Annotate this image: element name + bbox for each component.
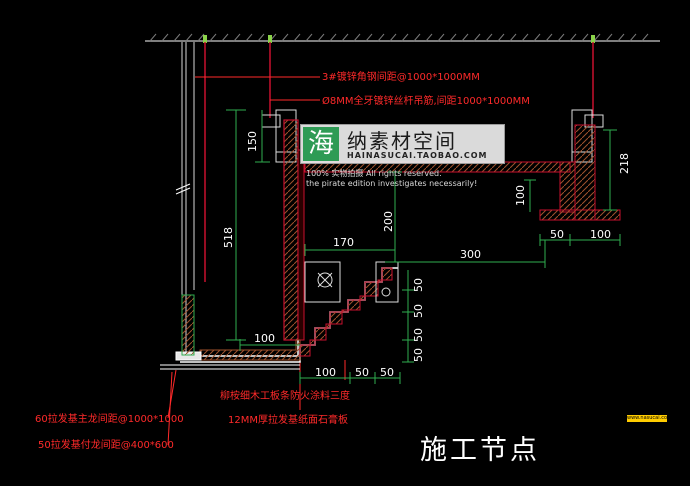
watermark-url: HAINASUCAI.TAOBAO.COM [347,151,488,160]
hanger-rods [204,42,594,282]
note-main-keel: 60拉发基主龙间距@1000*1000 [35,412,184,425]
dim-100-bottom: 100 [315,366,336,379]
note-wood-strip: 柳桉细木工板条防火涂料三度 [220,389,350,402]
note-hanger-rod: Ø8MM全牙镀锌丝杆吊筋,间距1000*1000MM [322,94,530,107]
right-end-block [574,124,596,221]
dim-300: 300 [460,248,481,261]
dim-200: 200 [382,211,395,232]
watermark-line-2: the pirate edition investigates necessar… [306,179,478,188]
watermark-logo: 海 [303,127,339,161]
board-left [160,294,300,370]
dim-50-v2: 50 [412,304,425,318]
note-sub-keel: 50拉发基付龙间距@400*600 [38,438,174,451]
drawing-caption: 施工节点 [420,435,540,466]
watermark-name: 纳素材空间 [347,129,457,153]
dim-100-left: 100 [254,332,275,345]
annotations: 3#镀锌角钢间距@1000*1000MM Ø8MM全牙镀锌丝杆吊筋,间距1000… [35,70,530,451]
ceiling-hatch [149,33,649,42]
dim-50-v1: 50 [412,278,425,292]
dim-50-bottom-b: 50 [355,366,369,379]
dim-50-v4: 50 [412,348,425,362]
site-tag: www.nasucai.com [627,415,672,422]
dimension-lines [226,109,621,384]
dim-518: 518 [222,227,235,248]
leader-lines [167,76,346,446]
watermark-box: 海 纳素材空间 HAINASUCAI.TAOBAO.COM [300,124,505,164]
note-angle-steel: 3#镀锌角钢间距@1000*1000MM [322,70,480,83]
dim-50-bottom-c: 50 [380,366,394,379]
ceiling-anchors [203,35,595,43]
dim-100-right-h: 100 [590,228,611,241]
dim-100-right-v: 100 [514,185,527,206]
dimension-labels: 150 518 170 200 300 100 100 50 50 50 50 … [222,131,631,379]
note-gypsum-board: 12MM厚拉发基纸面石膏板 [228,413,348,426]
inner-fixtures [317,272,391,297]
dim-50-right-h: 50 [550,228,564,241]
dim-150: 150 [246,131,259,152]
dim-50-v3: 50 [412,328,425,342]
watermark-line-1: 100% 实物拍摄 All rights reserved. [306,169,442,178]
dim-170: 170 [333,236,354,249]
dim-218: 218 [618,153,631,174]
break-mark [175,183,191,195]
wood-frame-left [283,119,305,341]
